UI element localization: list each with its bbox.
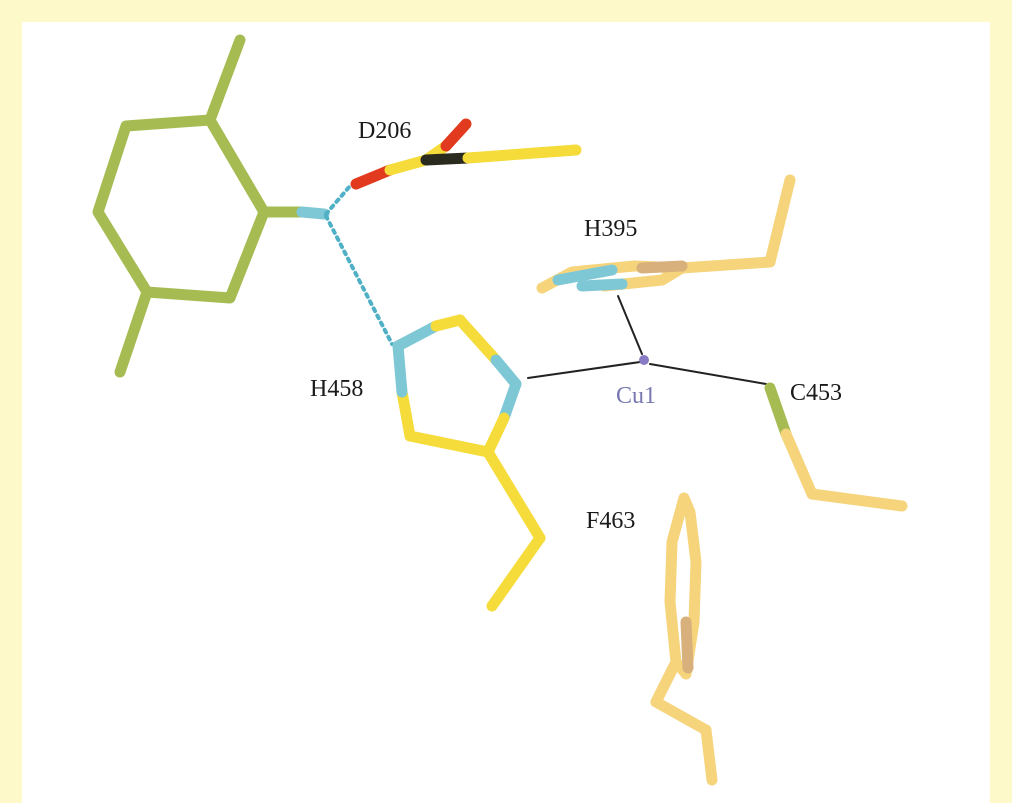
label-f463: F463: [586, 508, 635, 534]
label-cu1: Cu1: [616, 383, 656, 409]
d206-oxygen-2: [440, 118, 472, 152]
residue-h458: [392, 314, 546, 612]
h395-ring-nitrogen-1: [552, 264, 618, 286]
d206-oxygen-1: [350, 164, 396, 190]
c453-chain-end: [806, 488, 908, 512]
f463-chain-mid: [650, 696, 712, 736]
residue-f463: [650, 492, 718, 786]
residue-c453: [764, 382, 908, 512]
bond-cu-c453: [649, 363, 767, 385]
label-c453: C453: [790, 380, 842, 406]
active-site-structure: D206 H395 H458 Cu1 C453 F463: [92, 34, 908, 786]
f463-ring-shade: [680, 616, 694, 674]
label-h395: H395: [584, 216, 637, 242]
h458-c4: [482, 412, 510, 458]
ligand-nitrogen: [296, 206, 330, 220]
copper-atom-icon: [639, 355, 649, 365]
label-h458: H458: [310, 376, 363, 402]
label-d206: D206: [358, 118, 411, 144]
h458-n1: [392, 320, 442, 352]
h458-c6: [396, 386, 416, 442]
d206-side-chain: [462, 144, 582, 164]
hydrogen-bonds: [324, 184, 394, 346]
f463-chain-end: [700, 724, 718, 786]
structure-canvas: D206 H395 H458 Cu1 C453 F463: [22, 22, 990, 803]
c453-chain: [780, 428, 818, 500]
h395-chain-mid: [676, 256, 776, 274]
h395-ring-nitrogen-2: [576, 278, 628, 292]
copper-coordination: [527, 295, 767, 385]
residue-h395: [536, 174, 796, 294]
h458-side-chain: [482, 446, 546, 544]
ligand-ring: [92, 34, 270, 304]
hbond-ligand-d206: [324, 184, 352, 216]
d206-carboxyl-carbon: [384, 154, 432, 176]
h458-n1-lower: [392, 340, 408, 398]
bond-cu-h458: [527, 361, 641, 379]
c453-sulfur: [764, 382, 792, 440]
ligand-methyl-bottom: [114, 286, 153, 378]
h395-chain-upper: [764, 174, 796, 268]
d206-dark-bond: [420, 152, 474, 166]
h458-c5: [404, 430, 494, 458]
residue-d206: [350, 118, 582, 190]
f463-chain-upper: [650, 656, 682, 708]
f463-ring: [664, 492, 702, 680]
h395-ring-shade: [636, 260, 688, 274]
h458-n2-lower: [498, 378, 522, 424]
ligand-molecule: [92, 34, 330, 378]
hbond-ligand-h458: [324, 214, 394, 346]
h458-c3: [454, 314, 502, 366]
bond-cu-h395: [617, 295, 643, 355]
h458-side-chain-end: [486, 532, 546, 612]
